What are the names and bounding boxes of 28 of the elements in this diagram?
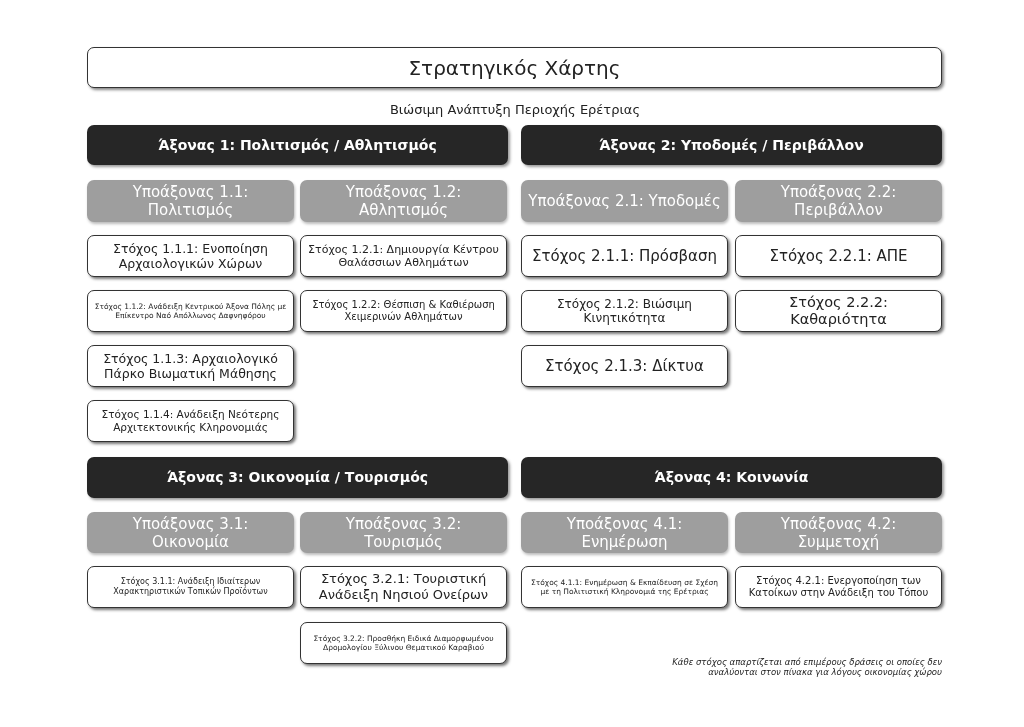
subaxis-box: Υποάξονας 1.1: Πολιτισμός [87, 180, 294, 222]
goal-box: Στόχος 4.2.1: Ενεργοποίηση των Κατοίκων στην Ανάδειξη του Τόπου [735, 566, 942, 608]
subaxis-box: Υποάξονας 2.2: Περιβάλλον [735, 180, 942, 222]
title-box: Στρατηγικός Χάρτης [87, 47, 942, 88]
goal-box: Στόχος 1.1.1: Ενοποίηση Αρχαιολογικών Χώρων [87, 235, 294, 277]
goal-box: Στόχος 1.2.1: Δημιουργία Κέντρου Θαλάσσιων Αθλημάτων [300, 235, 507, 277]
axis-header: Άξονας 2: Υποδομές / Περιβάλλον [521, 125, 942, 165]
goal-box: Στόχος 1.1.4: Ανάδειξη Νεότερης Αρχιτεκτονικής Κληρονομιάς [87, 400, 294, 442]
footnote: Κάθε στόχος απαρτίζεται από επιμέρους δράσεις οι οποίες δεν αναλύονται στον πίνακα για λόγους οικονομίας χώρου [671, 657, 942, 677]
goal-box: Στόχος 3.1.1: Ανάδειξη Ιδιαίτερων Χαρακτηριστικών Τοπικών Προϊόντων [87, 566, 294, 608]
goal-box: Στόχος 2.1.2: Βιώσιμη Κινητικότητα [521, 290, 728, 332]
goal-box: Στόχος 2.2.1: ΑΠΕ [735, 235, 942, 277]
goal-box: Στόχος 3.2.1: Τουριστική Ανάδειξη Νησιού Ονείρων [300, 566, 507, 608]
goal-box: Στόχος 1.2.2: Θέσπιση & Καθιέρωση Χειμερινών Αθλημάτων [300, 290, 507, 332]
axis-header: Άξονας 3: Οικονομία / Τουρισμός [87, 457, 508, 498]
subaxis-box: Υποάξονας 3.2: Τουρισμός [300, 512, 507, 553]
subaxis-box: Υποάξονας 4.1: Ενημέρωση [521, 512, 728, 553]
goal-box: Στόχος 2.1.1: Πρόσβαση [521, 235, 728, 277]
goal-box: Στόχος 2.1.3: Δίκτυα [521, 345, 728, 387]
subaxis-box: Υποάξονας 1.2: Αθλητισμός [300, 180, 507, 222]
subaxis-box: Υποάξονας 4.2: Συμμετοχή [735, 512, 942, 553]
axis-header: Άξονας 1: Πολιτισμός / Αθλητισμός [87, 125, 508, 165]
subtitle: Βιώσιμη Ανάπτυξη Περιοχής Ερέτριας [388, 102, 642, 117]
subaxis-box: Υποάξονας 3.1: Οικονομία [87, 512, 294, 553]
axis-header: Άξονας 4: Κοινωνία [521, 457, 942, 498]
goal-box: Στόχος 1.1.3: Αρχαιολογικό Πάρκο Βιωματική Μάθησης [87, 345, 294, 387]
goal-box: Στόχος 2.2.2: Καθαριότητα [735, 290, 942, 332]
subaxis-box: Υποάξονας 2.1: Υποδομές [521, 180, 728, 222]
